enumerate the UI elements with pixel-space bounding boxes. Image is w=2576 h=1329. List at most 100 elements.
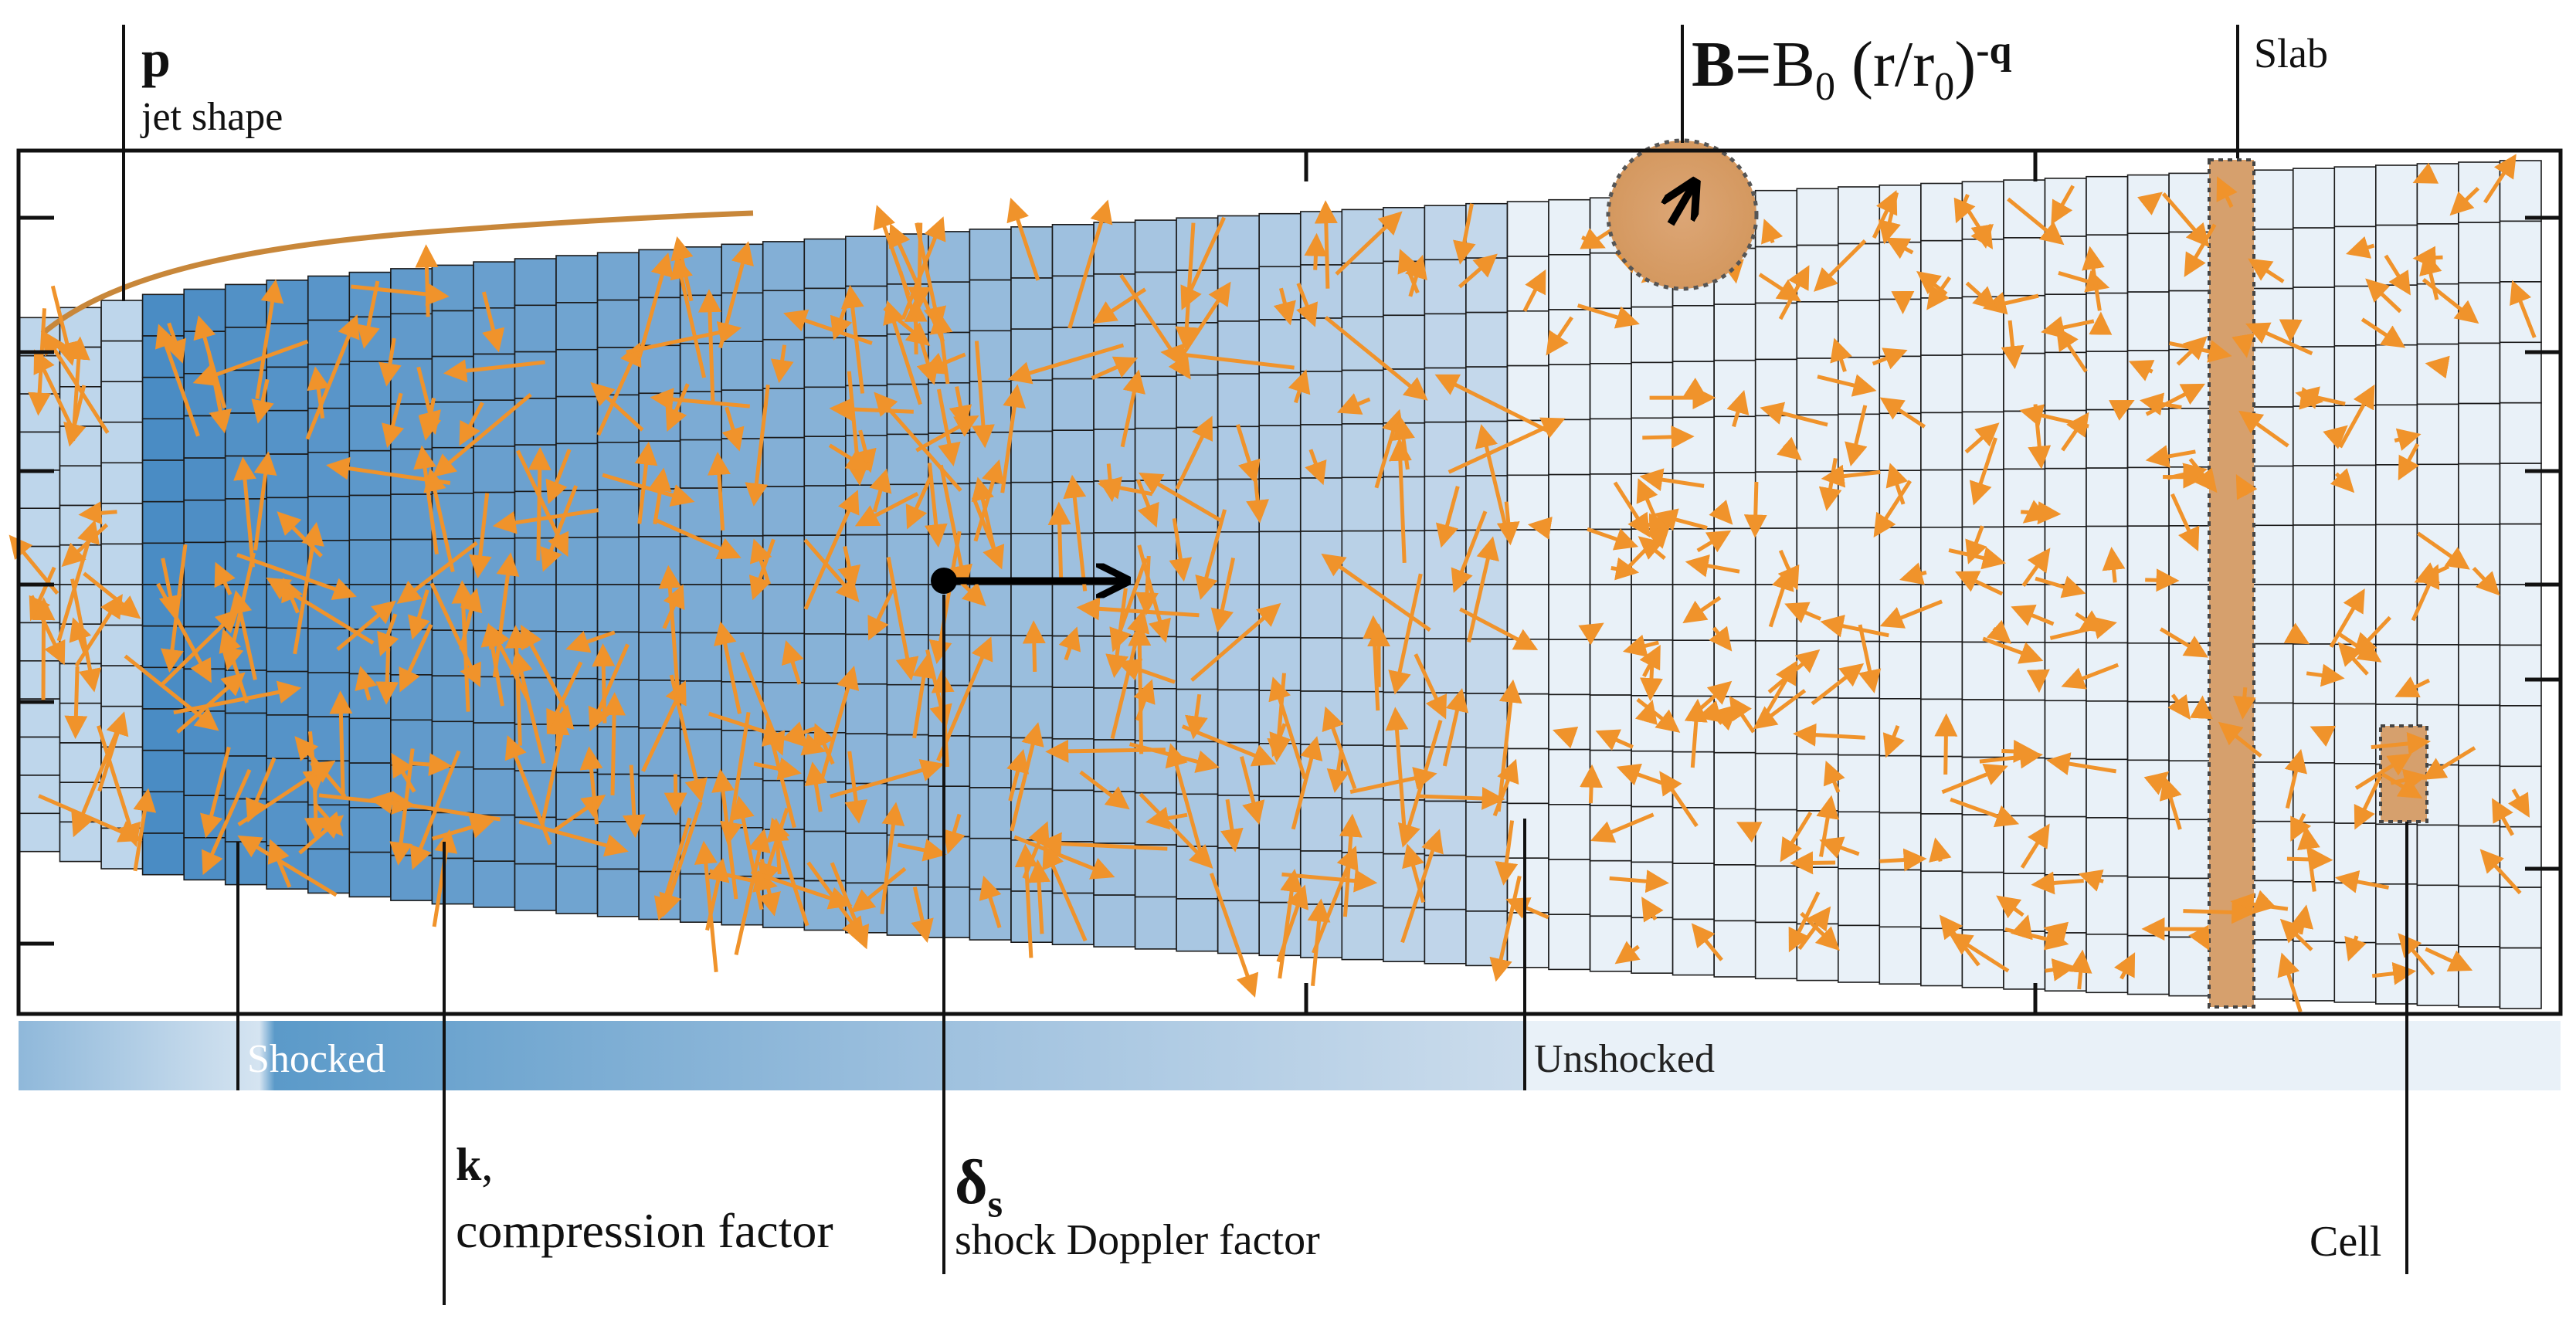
field-vector <box>2167 693 2191 720</box>
field-vector <box>1120 369 1145 448</box>
jet-cell <box>183 837 226 881</box>
jet-cell <box>2375 524 2418 585</box>
jet-cell <box>845 683 888 734</box>
jet-cell <box>473 491 516 540</box>
field-vector <box>1405 254 1427 297</box>
jet-cell <box>1176 898 1219 952</box>
field-vector <box>592 643 616 724</box>
jet-cell <box>59 821 102 863</box>
jet-cell <box>2086 409 2129 469</box>
field-vector <box>1948 546 2006 570</box>
jet-cell <box>1506 364 1549 422</box>
jet-cell <box>2333 464 2377 526</box>
jet-cell <box>431 401 474 449</box>
jet-cell <box>2168 584 2211 644</box>
jet-shape-curve <box>40 210 754 336</box>
jet-cell <box>969 228 1012 281</box>
field-vector <box>1436 486 1460 548</box>
field-vector <box>753 757 802 781</box>
field-vector <box>1175 415 1213 490</box>
jet-cell <box>1051 378 1095 432</box>
jet-cell <box>2168 701 2211 762</box>
jet-cell <box>1051 737 1095 792</box>
field-vector <box>1495 820 1519 886</box>
field-vector <box>637 252 674 358</box>
jet-cell <box>1961 238 2004 298</box>
field-vector <box>670 255 707 378</box>
field-vector <box>750 870 853 910</box>
jet-cell <box>2251 761 2294 822</box>
jet-cell <box>1838 186 1881 245</box>
field-vector <box>2279 918 2313 951</box>
jet-cell <box>803 683 847 734</box>
field-vector <box>886 557 919 681</box>
jet-cell <box>1383 691 1426 747</box>
field-vector <box>1098 463 1122 503</box>
field-vector <box>1753 689 1807 730</box>
jet-shape-label: jet shape <box>141 95 283 139</box>
jet-cell <box>2126 700 2170 761</box>
field-vector <box>2381 772 2423 799</box>
jet-cells <box>18 160 2542 1009</box>
field-vector <box>2143 771 2170 795</box>
jet-cell <box>969 685 1012 737</box>
jet-cell <box>2293 168 2336 229</box>
field-vector <box>697 289 721 402</box>
jet-cell <box>473 768 516 816</box>
field-vector <box>2041 316 2095 339</box>
field-vector <box>2078 869 2104 892</box>
field-vector <box>2323 425 2348 449</box>
jet-cell <box>845 832 888 884</box>
field-vector <box>1239 756 1265 826</box>
field-vector <box>1761 219 1784 245</box>
jet-cell <box>1010 430 1054 483</box>
jet-cell <box>679 584 723 634</box>
field-vector <box>377 613 399 657</box>
jet-cell <box>1754 865 1797 924</box>
jet-cell <box>1838 413 1881 472</box>
jet-cell <box>2499 281 2542 344</box>
jet-cell <box>928 887 971 938</box>
field-vector <box>1278 868 1304 979</box>
jet-cell <box>2044 815 2087 876</box>
jet-cell <box>2293 227 2336 288</box>
field-vector <box>1105 588 1129 679</box>
field-vector <box>382 392 405 449</box>
field-vector <box>1324 316 1428 401</box>
field-vector <box>1273 287 1296 326</box>
field-vector <box>1458 253 1498 289</box>
field-vector <box>979 875 1002 929</box>
jet-cell <box>1134 271 1177 325</box>
field-vector <box>1820 614 1889 638</box>
field-vector <box>1190 602 1281 682</box>
field-vector <box>355 666 378 701</box>
shock-origin-dot <box>931 568 957 594</box>
jet-cell <box>1548 693 1591 751</box>
field-vector <box>2344 935 2367 962</box>
jet-cell <box>2333 285 2377 347</box>
jet-cell <box>1465 693 1509 749</box>
field-vector <box>415 244 439 317</box>
field-vector <box>2011 604 2055 626</box>
field-vector <box>971 341 995 449</box>
field-vector <box>124 654 219 731</box>
field-vector <box>1578 622 1604 646</box>
b-close: ) <box>1954 29 1977 100</box>
jet-cell <box>141 708 185 751</box>
field-vector <box>2338 384 2375 449</box>
field-vector <box>1916 270 1948 296</box>
field-vector <box>351 283 450 306</box>
jet-cell <box>1010 481 1054 534</box>
field-vector <box>2031 871 2084 895</box>
jet-cell <box>2126 174 2170 235</box>
field-vector <box>1709 626 1733 652</box>
jet-cell <box>2044 178 2087 237</box>
field-vector <box>2283 622 2310 645</box>
field-vector <box>2286 847 2333 871</box>
jet-cell <box>141 500 185 544</box>
jet-cell <box>1796 188 1839 246</box>
jet-cell <box>2168 407 2211 468</box>
field-vector <box>2082 246 2105 311</box>
field-vector <box>2020 823 2050 869</box>
b-sub0: 0 <box>1814 64 1835 109</box>
